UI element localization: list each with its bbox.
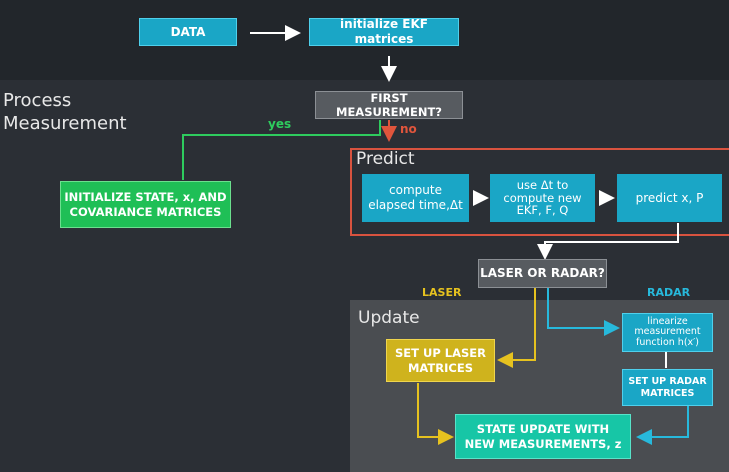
use-dt-node: use Δt to compute new EKF, F, Q — [490, 174, 595, 222]
laser-or-radar-node: LASER OR RADAR? — [478, 259, 607, 288]
initialize-state-node: INITIALIZE STATE, x, AND COVARIANCE MATR… — [60, 181, 231, 228]
arrow-predict-to-sensor — [537, 223, 679, 260]
predict-title: Predict — [356, 149, 415, 169]
setup-laser-node: SET UP LASER MATRICES — [386, 339, 495, 382]
data-node: DATA — [139, 18, 237, 46]
first-measurement-node: FIRST MEASUREMENT? — [315, 91, 463, 119]
arrow-yes-path — [182, 120, 381, 180]
compute-elapsed-node: compute elapsed time,Δt — [362, 174, 469, 222]
setup-radar-node: SET UP RADAR MATRICES — [622, 369, 713, 406]
state-update-node: STATE UPDATE WITH NEW MEASUREMENTS, z — [455, 414, 631, 459]
init-ekf-node: initialize EKF matrices — [309, 17, 459, 46]
no-label: no — [400, 122, 417, 136]
linearize-node: linearize measurement function h(x′) — [622, 313, 713, 352]
arrow-radarset-to-update — [636, 406, 689, 445]
predict-xp-node: predict x, P — [617, 174, 722, 222]
radar-label: RADAR — [647, 286, 691, 299]
arrow-laser-path — [497, 288, 536, 368]
process-measurement-title: Process Measurement — [3, 90, 127, 135]
arrow-radar-path — [547, 288, 620, 336]
update-title: Update — [358, 308, 420, 328]
yes-label: yes — [268, 117, 292, 131]
laser-label: LASER — [422, 286, 462, 299]
arrow-laserset-to-update — [417, 383, 454, 445]
